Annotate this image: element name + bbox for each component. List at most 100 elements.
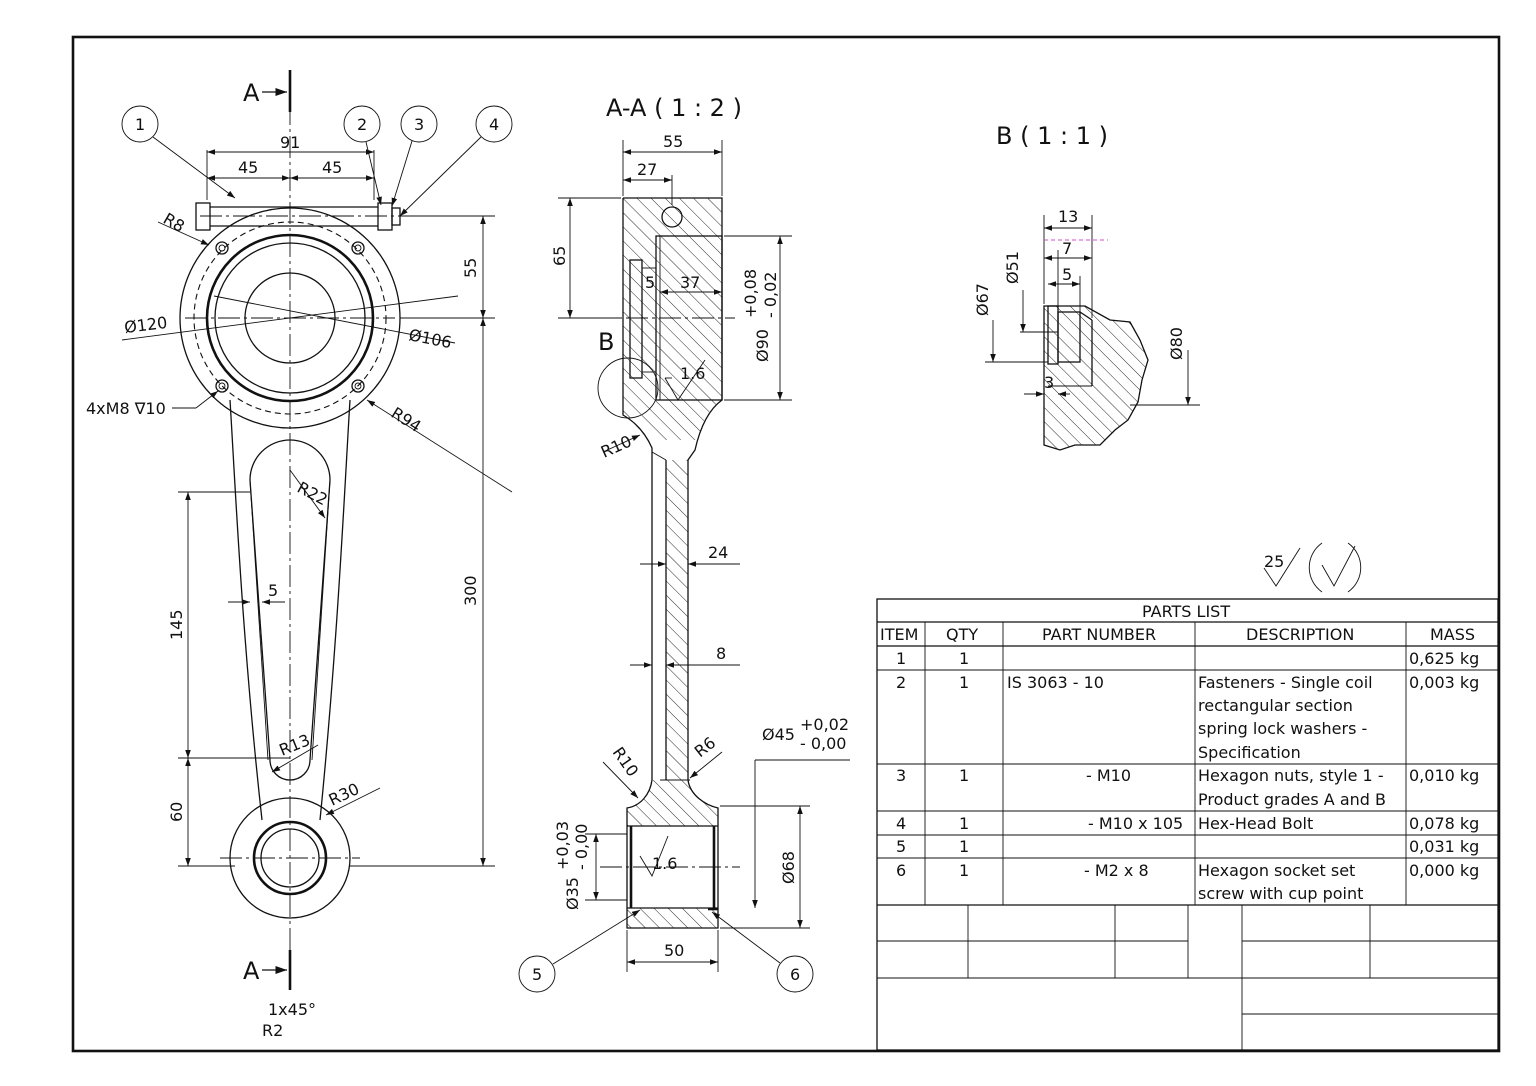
svg-text:Hexagon nuts, style 1 -: Hexagon nuts, style 1 - [1198, 766, 1384, 785]
svg-text:1: 1 [959, 649, 969, 668]
section-label-top: A [243, 79, 260, 107]
surface-finish-value: 25 [1264, 552, 1284, 571]
dim-65: 65 [550, 246, 569, 266]
dim-13: 13 [1058, 207, 1078, 226]
radius-r94: R94 [388, 403, 425, 436]
table-row: 4 1 - M10 x 105 Hex-Head Bolt 0,078 kg [896, 814, 1479, 833]
dim-7: 7 [1062, 239, 1072, 258]
roughness-2: 1.6 [652, 854, 677, 873]
dim-35-tol-lo: - 0,00 [572, 824, 591, 870]
svg-text:3: 3 [414, 115, 424, 134]
section-title: A-A ( 1 : 2 ) [606, 94, 742, 122]
parts-list-table: PARTS LIST ITEM QTY PART NUMBER DESCRIPT… [876, 598, 1499, 1051]
dim-3: 3 [1044, 373, 1054, 392]
svg-text:6: 6 [896, 861, 906, 880]
diameter-120: Ø120 [123, 313, 168, 337]
svg-text:1: 1 [959, 814, 969, 833]
radius-r10-bottom: R10 [609, 743, 643, 780]
surface-finish-symbol: 25 [1263, 542, 1362, 593]
svg-text:1: 1 [959, 673, 969, 692]
radius-r30: R30 [326, 779, 363, 810]
dim-300: 300 [461, 575, 480, 606]
dim-8: 8 [716, 644, 726, 663]
svg-text:screw with cup point: screw with cup point [1198, 884, 1363, 903]
balloon-1: 1 [121, 105, 236, 199]
dim-45-section: Ø45 [762, 725, 795, 744]
dim-60: 60 [167, 802, 186, 822]
svg-text:2: 2 [896, 673, 906, 692]
dim-51: Ø51 [1003, 251, 1022, 284]
svg-text:Hex-Head Bolt: Hex-Head Bolt [1198, 814, 1313, 833]
shank-pocket [249, 439, 331, 781]
svg-text:6: 6 [790, 965, 800, 984]
svg-text:0,078 kg: 0,078 kg [1409, 814, 1479, 833]
dim-35-tol-up: +0,03 [553, 821, 572, 870]
balloon-5: 5 [518, 909, 641, 993]
dim-90-tol-up: +0,08 [741, 269, 760, 318]
threaded-holes [215, 241, 365, 393]
header-part-number: PART NUMBER [1042, 625, 1156, 644]
svg-text:rectangular section: rectangular section [1198, 696, 1353, 715]
radius-r8: R8 [160, 209, 188, 236]
svg-text:spring lock washers -: spring lock washers - [1198, 719, 1367, 738]
dim-35: Ø35 [563, 877, 582, 910]
dim-55-section: 55 [663, 132, 683, 151]
thread-callout: 4xM8 ∇10 [86, 399, 166, 418]
table-row: 2 1 IS 3063 - 10 Fasteners - Single coil… [896, 673, 1479, 762]
radius-r6: R6 [691, 733, 719, 761]
dim-5-detail: 5 [1062, 265, 1072, 284]
dim-91: 91 [280, 133, 300, 152]
dim-67: Ø67 [973, 283, 992, 316]
svg-text:- M10 x 105: - M10 x 105 [1088, 814, 1183, 833]
svg-text:0,003 kg: 0,003 kg [1409, 673, 1479, 692]
balloon-6: 6 [711, 911, 814, 993]
dim-45-left: 45 [238, 158, 258, 177]
svg-text:2: 2 [357, 115, 367, 134]
dim-5-section: 5 [645, 273, 655, 292]
shank-outline [229, 399, 351, 821]
svg-text:1: 1 [959, 766, 969, 785]
svg-text:Fasteners - Single coil: Fasteners - Single coil [1198, 673, 1373, 692]
radius-r10-top: R10 [598, 431, 634, 461]
svg-text:1: 1 [135, 115, 145, 134]
svg-text:1: 1 [896, 649, 906, 668]
dim-5: 5 [268, 581, 278, 600]
dim-24: 24 [708, 543, 728, 562]
svg-text:4: 4 [896, 814, 906, 833]
svg-text:1: 1 [959, 837, 969, 856]
table-row: 6 1 - M2 x 8 Hexagon socket set screw wi… [896, 861, 1479, 903]
dim-50: 50 [664, 941, 684, 960]
svg-text:Product grades A and B: Product grades A and B [1198, 790, 1386, 809]
sheet-border [71, 35, 1501, 1053]
svg-text:- M2 x 8: - M2 x 8 [1084, 861, 1149, 880]
diameter-106: Ø106 [407, 325, 453, 352]
svg-text:1: 1 [959, 861, 969, 880]
roughness-1: 1.6 [680, 364, 705, 383]
dim-37: 37 [680, 273, 700, 292]
chamfer-note: 1x45° [268, 1000, 316, 1019]
dim-55: 55 [461, 258, 480, 278]
detail-circle-b [597, 357, 659, 419]
dim-45-tol-up: +0,02 [800, 715, 849, 734]
svg-text:Hexagon socket set: Hexagon socket set [1198, 861, 1355, 880]
svg-text:3: 3 [896, 766, 906, 785]
dim-80: Ø80 [1167, 327, 1186, 360]
svg-text:0,625 kg: 0,625 kg [1409, 649, 1479, 668]
table-row: 1 1 0,625 kg [896, 649, 1479, 668]
dim-145: 145 [167, 609, 186, 640]
detail-label-b: B [598, 328, 614, 356]
fillet-note: R2 [262, 1021, 283, 1040]
svg-text:IS 3063 - 10: IS 3063 - 10 [1007, 673, 1104, 692]
dim-45-right: 45 [322, 158, 342, 177]
detail-view: B ( 1 : 1 ) 13 7 5 3 Ø51 Ø67 Ø80 [973, 122, 1200, 451]
dim-90-tol-lo: - 0,02 [761, 272, 780, 318]
svg-text:0,010 kg: 0,010 kg [1409, 766, 1479, 785]
header-mass: MASS [1430, 625, 1475, 644]
svg-text:4: 4 [489, 115, 499, 134]
header-description: DESCRIPTION [1246, 625, 1354, 644]
header-qty: QTY [946, 625, 978, 644]
header-item: ITEM [880, 625, 918, 644]
dim-68: Ø68 [779, 851, 798, 884]
web-section [666, 460, 688, 780]
